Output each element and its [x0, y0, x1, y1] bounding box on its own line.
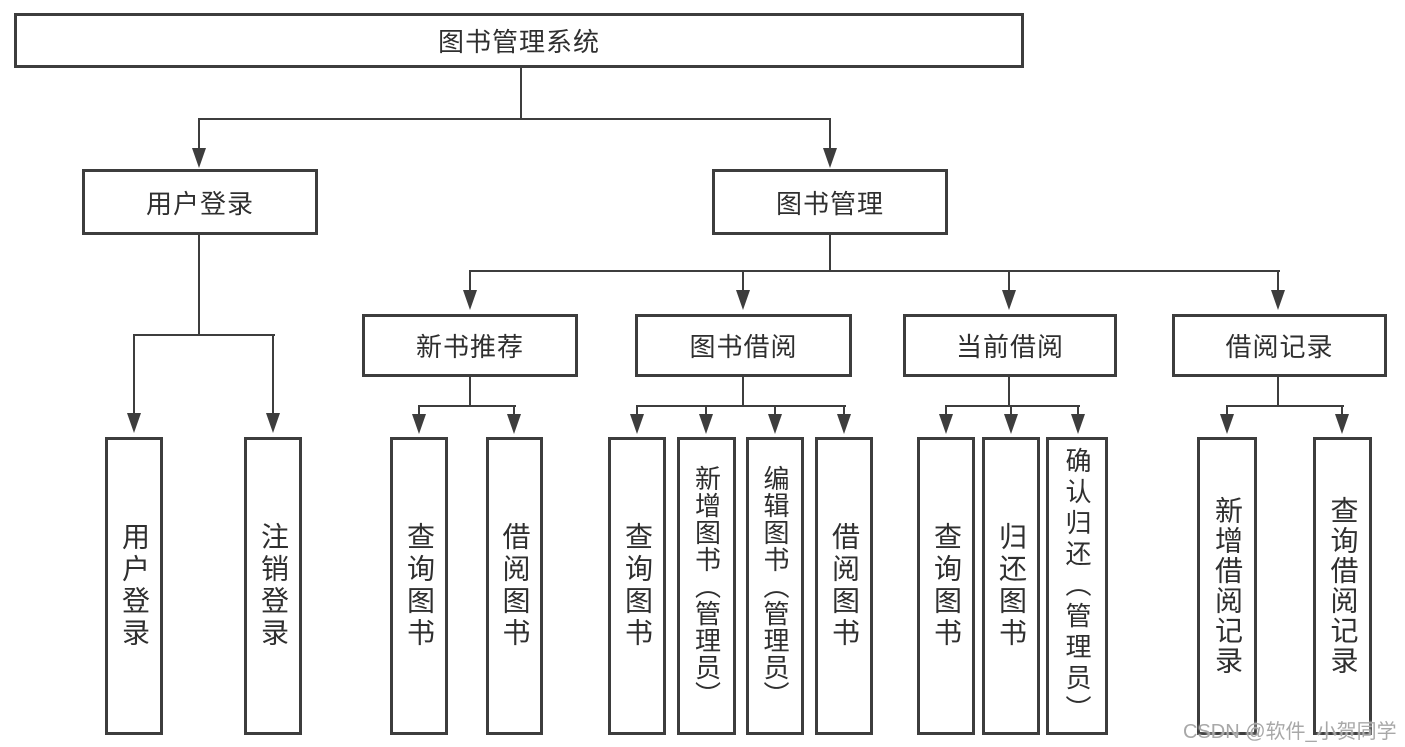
connector-cur-stem: [1008, 270, 1010, 292]
connector-l3-distributor: [469, 270, 1280, 272]
connector-login-leaf2-stem: [272, 334, 274, 415]
connector-rec-c2-stem: [513, 405, 515, 417]
leaf-recommend-query-books: 查询图书: [390, 437, 448, 735]
connector-rec-distributor: [418, 405, 516, 407]
leaf-user-login: 用户登录: [105, 437, 163, 735]
node-user-login: 用户登录: [82, 169, 318, 235]
leaf-recommend-borrow-books: 借阅图书: [486, 437, 543, 735]
node-new-book-recommend: 新书推荐: [362, 314, 578, 377]
connector-cur-drop: [1008, 376, 1010, 407]
arrow-to-logout: [266, 413, 280, 433]
leaf-confirm-return-admin: 确认归还（管理员）: [1046, 437, 1108, 735]
node-book-borrowing: 图书借阅: [635, 314, 852, 377]
connector-his-drop: [1277, 376, 1279, 407]
connector-his-c2-stem: [1341, 405, 1343, 417]
leaf-borrow-books: 借阅图书: [815, 437, 873, 735]
arrow-to-borrow: [736, 290, 750, 310]
connector-bor-c1-stem: [636, 405, 638, 417]
arrow-cur-c1: [939, 414, 953, 434]
leaf-current-query-books: 查询图书: [917, 437, 975, 735]
connector-mgmt-stem: [829, 118, 831, 152]
connector-cur-distributor: [945, 405, 1080, 407]
arrow-bor-c4: [837, 414, 851, 434]
leaf-add-books-admin: 新增图书（管理员）: [677, 437, 736, 735]
connector-bor-distributor: [636, 405, 846, 407]
connector-cur-c1-stem: [945, 405, 947, 417]
leaf-logout: 注销登录: [244, 437, 302, 735]
leaf-query-borrow-record: 查询借阅记录: [1313, 437, 1372, 735]
connector-l2-distributor: [199, 118, 831, 120]
arrow-cur-c3: [1071, 414, 1085, 434]
arrow-rec-c1: [412, 414, 426, 434]
connector-login-leaf1-stem: [133, 334, 135, 415]
connector-rec-stem: [469, 270, 471, 292]
arrow-to-login: [192, 148, 206, 168]
connector-cur-c2-stem: [1010, 405, 1012, 417]
connector-login-stem: [198, 118, 200, 152]
arrow-bor-c3: [768, 414, 782, 434]
node-current-borrowing: 当前借阅: [903, 314, 1117, 377]
connector-rec-drop: [469, 376, 471, 407]
arrow-to-user-login: [127, 413, 141, 433]
connector-bor-c4-stem: [843, 405, 845, 417]
arrow-cur-c2: [1004, 414, 1018, 434]
connector-cur-c3-stem: [1077, 405, 1079, 417]
connector-bor-stem: [742, 270, 744, 292]
connector-rec-c1-stem: [418, 405, 420, 417]
node-book-management: 图书管理: [712, 169, 948, 235]
node-library-system: 图书管理系统: [14, 13, 1024, 68]
arrow-to-recommend: [463, 290, 477, 310]
connector-mgmt-drop: [829, 234, 831, 272]
connector-bor-c3-stem: [774, 405, 776, 417]
arrow-bor-c2: [699, 414, 713, 434]
node-borrowing-records: 借阅记录: [1172, 314, 1387, 377]
connector-root-drop: [520, 67, 522, 120]
arrow-bor-c1: [630, 414, 644, 434]
arrow-his-c2: [1335, 414, 1349, 434]
connector-login-drop: [198, 234, 200, 336]
arrow-to-records: [1271, 290, 1285, 310]
leaf-edit-books-admin: 编辑图书（管理员）: [746, 437, 804, 735]
arrow-his-c1: [1220, 414, 1234, 434]
leaf-return-books: 归还图书: [982, 437, 1040, 735]
leaf-add-borrow-record: 新增借阅记录: [1197, 437, 1257, 735]
connector-his-c1-stem: [1226, 405, 1228, 417]
leaf-borrow-query-books: 查询图书: [608, 437, 666, 735]
arrow-to-current: [1002, 290, 1016, 310]
csdn-watermark: CSDN @软件_小贺同学: [1183, 721, 1397, 743]
arrow-rec-c2: [507, 414, 521, 434]
connector-his-distributor: [1226, 405, 1344, 407]
connector-login-distributor: [133, 334, 275, 336]
arrow-to-mgmt: [823, 148, 837, 168]
connector-bor-c2-stem: [705, 405, 707, 417]
connector-bor-drop: [742, 376, 744, 407]
connector-his-stem: [1277, 270, 1279, 292]
